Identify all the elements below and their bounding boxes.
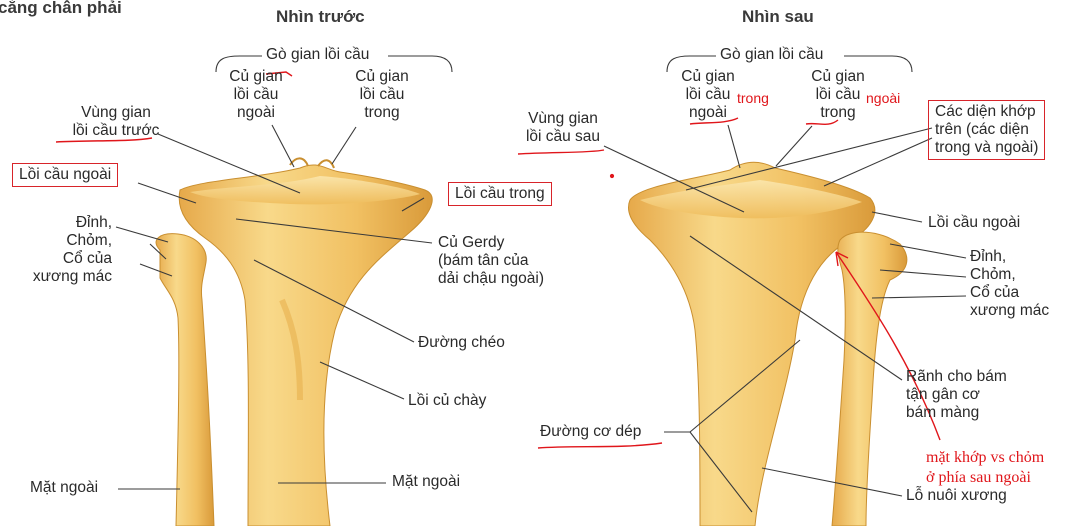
annotation-trong: trong [737, 90, 769, 106]
back-fibula [831, 231, 908, 526]
red-annotation-strokes [55, 71, 941, 449]
front-view-bones [155, 157, 433, 526]
front-leader-lines [115, 55, 453, 490]
front-tibia [178, 164, 433, 526]
back-view-bones [627, 161, 908, 526]
front-label-duong-cheo: Đường chéo [418, 334, 505, 351]
front-label-loi-cu-chay: Lồi củ chày [408, 392, 487, 409]
page-title-partial: cẳng chân phải [0, 0, 122, 17]
annotation-ngoai: ngoài [866, 90, 901, 106]
back-tibia [627, 161, 876, 526]
back-label-lo-nuoi-xuong: Lỗ nuôi xương [906, 487, 1007, 504]
back-leader-lines [603, 55, 967, 513]
front-label-mat-ngoai-left: Mặt ngoài [30, 479, 99, 496]
front-label-loi-cau-trong: Lồi cầu trong [448, 182, 552, 206]
back-label-go-gian-loi-cau: Gò gian lồi cầu [720, 46, 824, 63]
back-view-title: Nhìn sau [742, 7, 814, 26]
front-label-go-gian-loi-cau: Gò gian lồi cầu [266, 46, 370, 63]
front-fibula [155, 233, 215, 526]
back-label-loi-cau-ngoai: Lồi cầu ngoài [928, 214, 1021, 231]
front-label-loi-cau-ngoai: Lồi cầu ngoài [12, 163, 119, 187]
front-label-mat-ngoai-right: Mặt ngoài [392, 473, 461, 490]
back-label-duong-co-dep: Đường cơ dép [540, 423, 642, 440]
front-view-title: Nhìn trước [276, 7, 365, 26]
